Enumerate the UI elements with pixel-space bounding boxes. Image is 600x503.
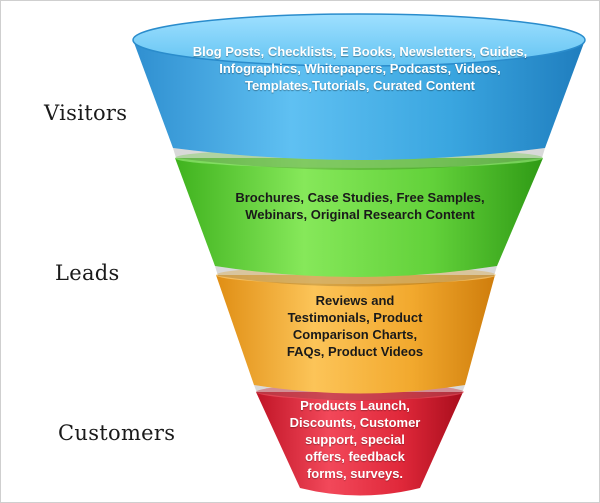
funnel-text-consideration: Reviews and Testimonials, Product Compar… xyxy=(286,293,424,359)
stage-label-leads: Leads xyxy=(55,261,120,285)
funnel-text-leads: Brochures, Case Studies, Free Samples, W… xyxy=(235,190,485,222)
stage-label-customers: Customers xyxy=(58,421,176,445)
funnel-text-visitors: Blog Posts, Checklists, E Books, Newslet… xyxy=(192,44,528,93)
funnel-layer-blue xyxy=(132,13,586,170)
stage-label-visitors: Visitors xyxy=(44,101,128,125)
funnel-text-customers: Products Launch, Discounts, Customer sup… xyxy=(289,398,421,481)
